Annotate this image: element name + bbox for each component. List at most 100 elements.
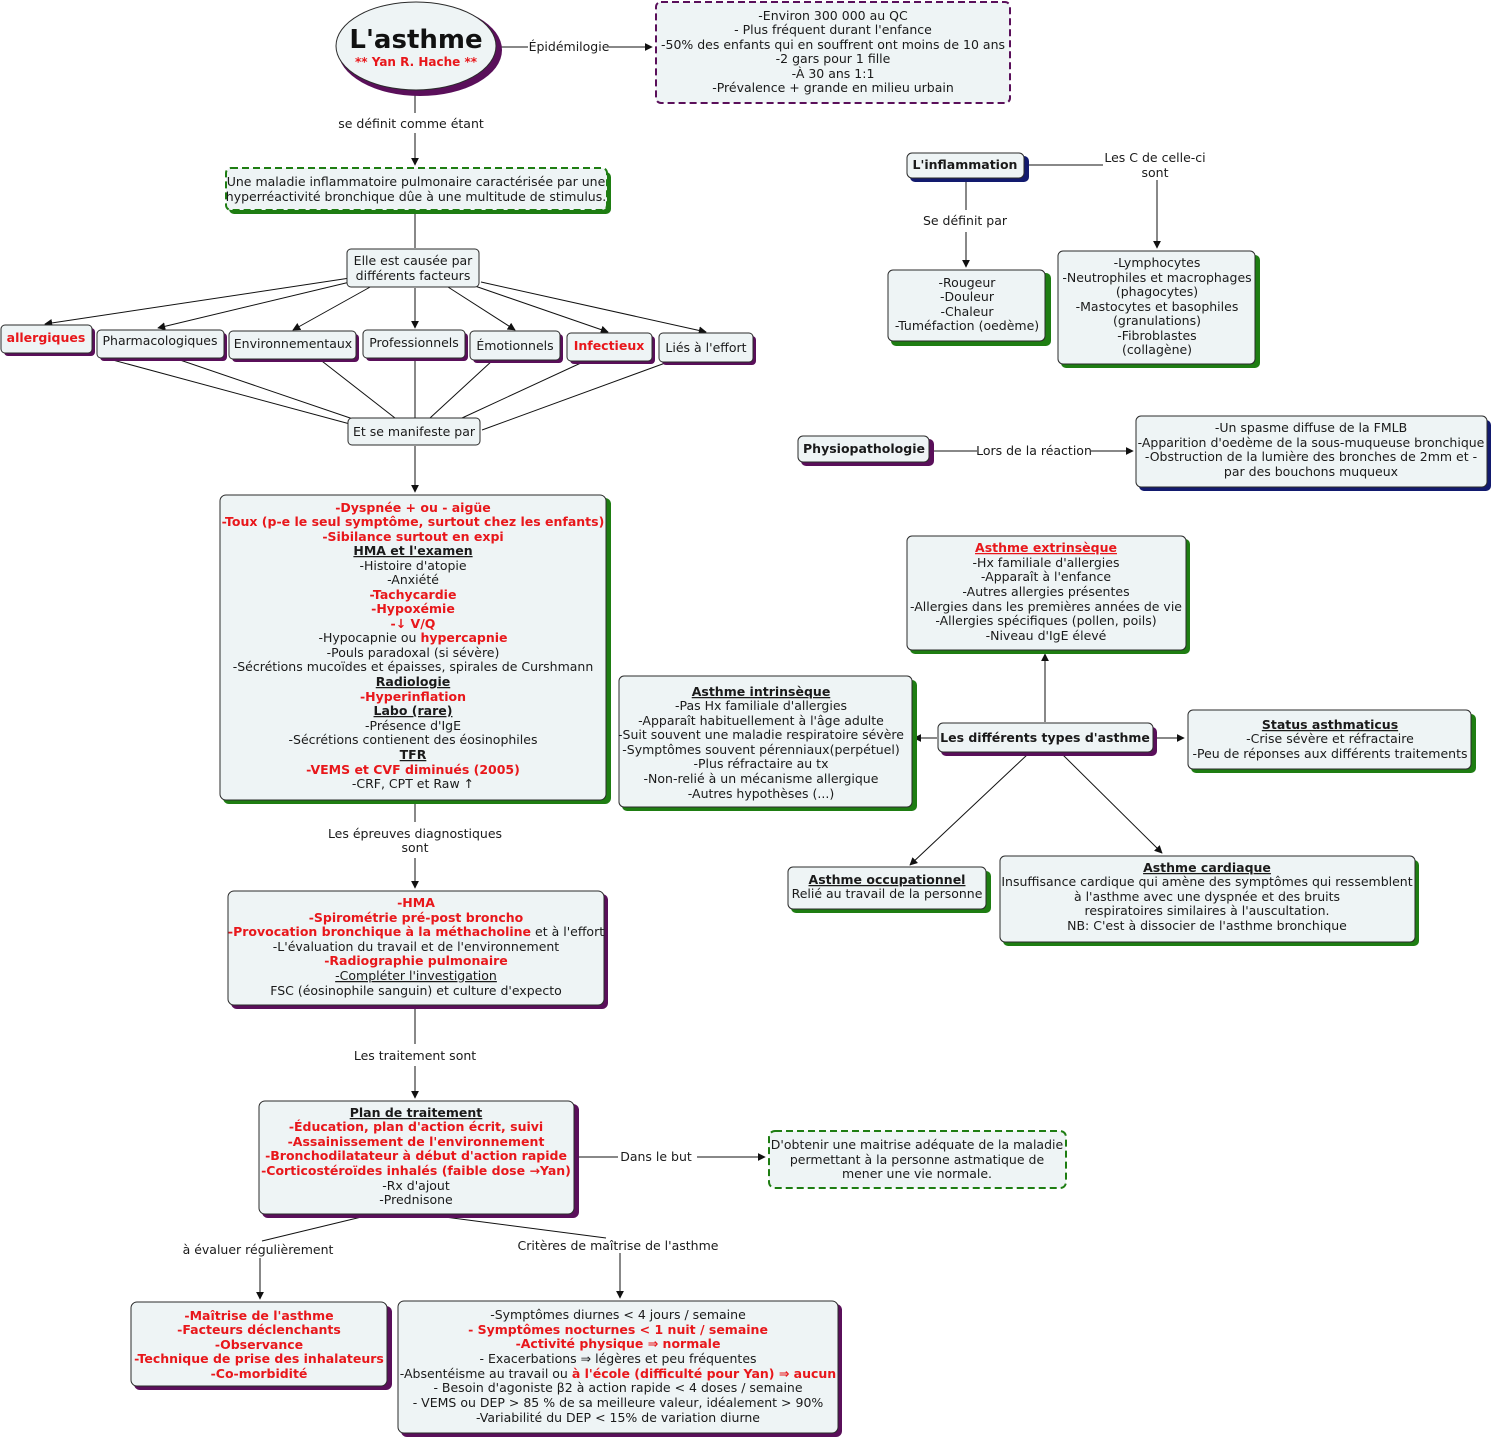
diagnostic-line: -HMA (397, 895, 435, 910)
type-line: -Autres allergies présentes (962, 584, 1129, 599)
sign-line: -Tuméfaction (oedème) (895, 318, 1039, 333)
cell-line: -Neutrophiles et macrophages (1062, 270, 1251, 285)
symptom-line: -Sibilance surtout en expi (322, 529, 503, 544)
factor-allergiques[interactable]: allergiques (0, 324, 95, 356)
factor-label: allergiques (7, 330, 86, 345)
link-criteres: Critères de maîtrise de l'asthme (518, 1238, 719, 1253)
link-se-definit: se définit comme étant (338, 116, 484, 131)
type-status-node[interactable]: Status asthmaticus -Crise sévère et réfr… (1187, 709, 1476, 773)
diagnostics-node[interactable]: -HMA -Spirométrie pré-post broncho -Prov… (227, 890, 608, 1009)
link-traitements: Les traitement sont (354, 1048, 476, 1063)
inflammation-signs-node[interactable]: -Rougeur -Douleur -Chaleur -Tuméfaction … (887, 269, 1051, 346)
type-line: -Peu de réponses aux différents traiteme… (1192, 746, 1467, 761)
sign-line: -Rougeur (939, 275, 997, 290)
physio-line: -Obstruction de la lumière des bronches … (1145, 449, 1477, 464)
causes-node[interactable]: Elle est causée par différents facteurs (346, 248, 480, 288)
symptom-line: -Pouls paradoxal (si sévère) (327, 645, 500, 660)
factor-emotionnels[interactable]: Émotionnels (469, 330, 563, 363)
type-extrinsic-node[interactable]: Asthme extrinsèque -Hx familiale d'aller… (906, 535, 1190, 654)
inflammation-cells-node[interactable]: -Lymphocytes -Neutrophiles et macrophage… (1057, 250, 1260, 368)
criteria-line: - VEMS ou DEP > 85 % de sa meilleure val… (413, 1395, 824, 1410)
factor-environnementaux[interactable]: Environnementaux (228, 330, 359, 362)
type-line: -Pas Hx familiale d'allergies (675, 698, 847, 713)
type-line: -Suit souvent une maladie respiratoire s… (618, 727, 904, 742)
link-epreuves: Les épreuves diagnostiques (328, 826, 502, 841)
symptom-heading: Labo (rare) (374, 703, 453, 718)
diagnostic-line: -Compléter l'investigation (335, 968, 497, 983)
criteria-part: à l'école (difficulté pour Yan) ⇒ aucun (572, 1366, 836, 1381)
type-line: Relié au travail de la personne (792, 886, 983, 901)
link-se-definit-par: Se définit par (923, 213, 1008, 228)
diagnostic-line: -Radiographie pulmonaire (324, 953, 508, 968)
sign-line: -Douleur (940, 289, 995, 304)
type-heading: Asthme occupationnel (809, 872, 966, 887)
link-labels: Épidémilogie se définit comme étant Les … (183, 39, 1206, 1257)
treatment-line: -Bronchodilatateur à début d'action rapi… (265, 1148, 567, 1163)
epi-line: - Plus fréquent durant l'enfance (734, 22, 932, 37)
symptom-line: -Dyspnée + ou - aigüe (335, 500, 491, 515)
symptom-line: -Tachycardie (370, 587, 457, 602)
epidemiology-node[interactable]: -Environ 300 000 au QC - Plus fréquent d… (655, 1, 1011, 104)
evaluate-line: -Co-morbidité (211, 1366, 308, 1381)
type-line: -Autres hypothèses (...) (688, 786, 834, 801)
physio-items-node[interactable]: -Un spasme diffuse de la FMLB -Apparitio… (1135, 415, 1491, 491)
type-heading: Status asthmaticus (1262, 717, 1398, 732)
diagnostic-part: -Provocation bronchique à la méthacholin… (228, 924, 531, 939)
factor-professionnels[interactable]: Professionnels (362, 329, 468, 361)
symptom-heading: HMA et l'examen (353, 543, 472, 558)
symptom-line: -Présence d'IgE (365, 718, 461, 733)
types-node[interactable]: Les différents types d'asthme (937, 722, 1157, 756)
physio-line: -Un spasme diffuse de la FMLB (1215, 420, 1407, 435)
criteria-line: -Symptômes diurnes < 4 jours / semaine (490, 1307, 746, 1322)
symptom-line: -CRF, CPT et Raw ↑ (352, 776, 474, 791)
evaluate-node[interactable]: -Maîtrise de l'asthme -Facteurs déclench… (130, 1301, 392, 1390)
treatment-node[interactable]: Plan de traitement -Éducation, plan d'ac… (258, 1100, 579, 1218)
goal-line: permettant à la personne astmatique de (790, 1152, 1045, 1167)
type-line: -Allergies spécifiques (pollen, poils) (935, 613, 1156, 628)
factor-lies-effort[interactable]: Liés à l'effort (658, 332, 756, 365)
cell-line: (collagène) (1122, 342, 1192, 357)
cell-line: -Mastocytes et basophiles (1076, 299, 1239, 314)
type-line: -Niveau d'IgE élevé (986, 628, 1107, 643)
physio-heading: Physiopathologie (803, 441, 925, 456)
causes-line: Elle est causée par (354, 253, 474, 268)
manifest-label: Et se manifeste par (353, 424, 476, 439)
physio-line: -Apparition d'oedème de la sous-muqueuse… (1138, 435, 1485, 450)
type-cardiac-node[interactable]: Asthme cardiaque Insuffisance cardique q… (999, 855, 1419, 946)
manifest-node[interactable]: Et se manifeste par (347, 417, 481, 446)
physio-line: par des bouchons muqueux (1224, 464, 1398, 479)
criteria-line: - Symptômes nocturnes < 1 nuit / semaine (468, 1322, 768, 1337)
goal-node[interactable]: D'obtenir une maitrise adéquate de la ma… (768, 1130, 1067, 1189)
diagnostic-line: FSC (éosinophile sanguin) et culture d'e… (270, 983, 562, 998)
definition-line: hyperréactivité bronchique dûe à une mul… (226, 189, 606, 204)
inflammation-heading: L'inflammation (913, 157, 1018, 172)
symptoms-node[interactable]: -Dyspnée + ou - aigüe -Toux (p-e le seul… (219, 494, 611, 804)
treatment-heading: Plan de traitement (350, 1105, 483, 1120)
type-occupational-node[interactable]: Asthme occupationnel Relié au travail de… (787, 866, 991, 913)
cell-line: (phagocytes) (1116, 284, 1198, 299)
inflammation-node[interactable]: L'inflammation (906, 152, 1029, 182)
definition-node[interactable]: Une maladie inflammatoire pulmonaire car… (225, 167, 611, 214)
link-epreuves-2: sont (402, 840, 429, 855)
link-evaluer: à évaluer régulièrement (183, 1242, 334, 1257)
factor-infectieux[interactable]: Infectieux (566, 332, 655, 364)
symptom-heading: Radiologie (376, 674, 450, 689)
title-node[interactable]: L'asthme ** Yan R. Hache ** (335, 1, 502, 96)
factor-label: Environnementaux (234, 336, 352, 351)
link-dans-le-but: Dans le but (620, 1149, 692, 1164)
author: ** Yan R. Hache ** (355, 55, 478, 69)
type-line: à l'asthme avec une dyspnée et des bruit… (1074, 889, 1340, 904)
factor-label: Émotionnels (476, 338, 553, 353)
symptom-part: -Hypocapnie ou (318, 630, 420, 645)
symptom-line: -Hypoxémie (371, 601, 455, 616)
cell-line: -Fibroblastes (1117, 328, 1196, 343)
connectors (44, 43, 1185, 1300)
cell-line: -Lymphocytes (1114, 255, 1201, 270)
link-les-c: Les C de celle-ci (1104, 150, 1205, 165)
physio-node[interactable]: Physiopathologie (797, 435, 934, 466)
criteria-node[interactable]: -Symptômes diurnes < 4 jours / semaine -… (397, 1300, 842, 1437)
factor-pharmacologiques[interactable]: Pharmacologiques (96, 329, 227, 361)
type-intrinsic-node[interactable]: Asthme intrinsèque -Pas Hx familiale d'a… (618, 675, 917, 811)
page-title: L'asthme (349, 25, 482, 55)
